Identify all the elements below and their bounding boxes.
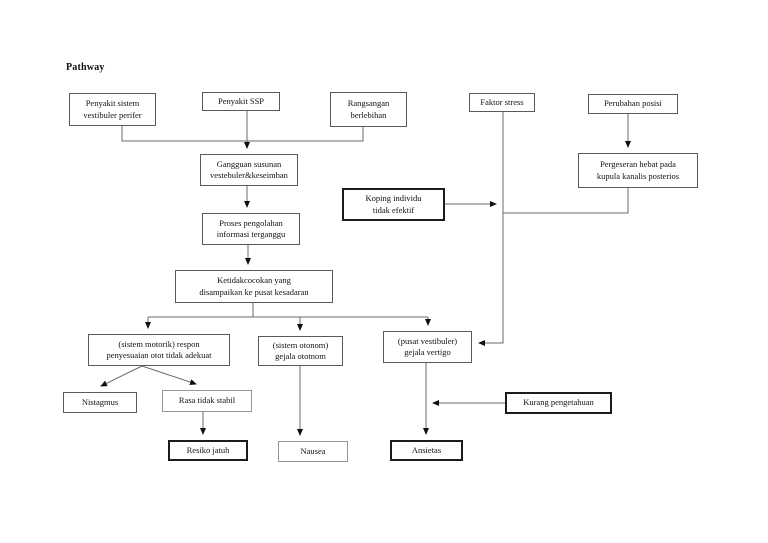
- page-title: Pathway: [66, 62, 105, 73]
- connector-pergeseran-merge: [503, 188, 629, 214]
- node-penyakit-ssp: Penyakit SSP: [202, 92, 280, 111]
- node-perubahan-posisi: Perubahan posisi: [588, 94, 678, 114]
- node-rangsangan-berlebihan: Rangsangan berlebihan: [330, 92, 407, 127]
- node-nausea: Nausea: [278, 441, 348, 462]
- node-proses-pengolahan: Proses pengolahan informasi terganggu: [202, 213, 300, 245]
- connector-top-tree: [121, 126, 364, 142]
- connector-motorik-nistagmus: [100, 365, 143, 387]
- node-sistem-motorik: (sistem motorik) respon penyesuaian otot…: [88, 334, 230, 366]
- connector-motorik-rasa: [141, 365, 197, 385]
- node-nistagmus: Nistagmus: [63, 392, 137, 413]
- node-sistem-otonom: (sistem otonom) gejala ototnom: [258, 336, 343, 366]
- node-kurang-pengetahuan: Kurang pengetahuan: [505, 392, 612, 414]
- node-pergeseran-hebat: Pergeseran hebat pada kupula kanalis pos…: [578, 153, 698, 188]
- node-ansietas: Ansietas: [390, 440, 463, 461]
- node-penyakit-sistem-vestibuler-perifer: Penyakit sistem vestibuler perifer: [69, 93, 156, 126]
- node-pusat-vestibuler: (pusat vestibuler) gejala vertigo: [383, 331, 472, 363]
- node-resiko-jatuh: Resiko jatuh: [168, 440, 248, 461]
- node-faktor-stress: Faktor stress: [469, 93, 535, 112]
- node-rasa-tidak-stabil: Rasa tidak stabil: [162, 390, 252, 412]
- node-ketidakcocokan: Ketidakcocokan yang disampaikan ke pusat…: [175, 270, 333, 303]
- node-koping-individu: Koping individu tidak efektif: [342, 188, 445, 221]
- connector-faktor-vertigo: [478, 112, 504, 346]
- node-gangguan-susunan: Gangguan susunan vestebuler&keseimban: [200, 154, 298, 186]
